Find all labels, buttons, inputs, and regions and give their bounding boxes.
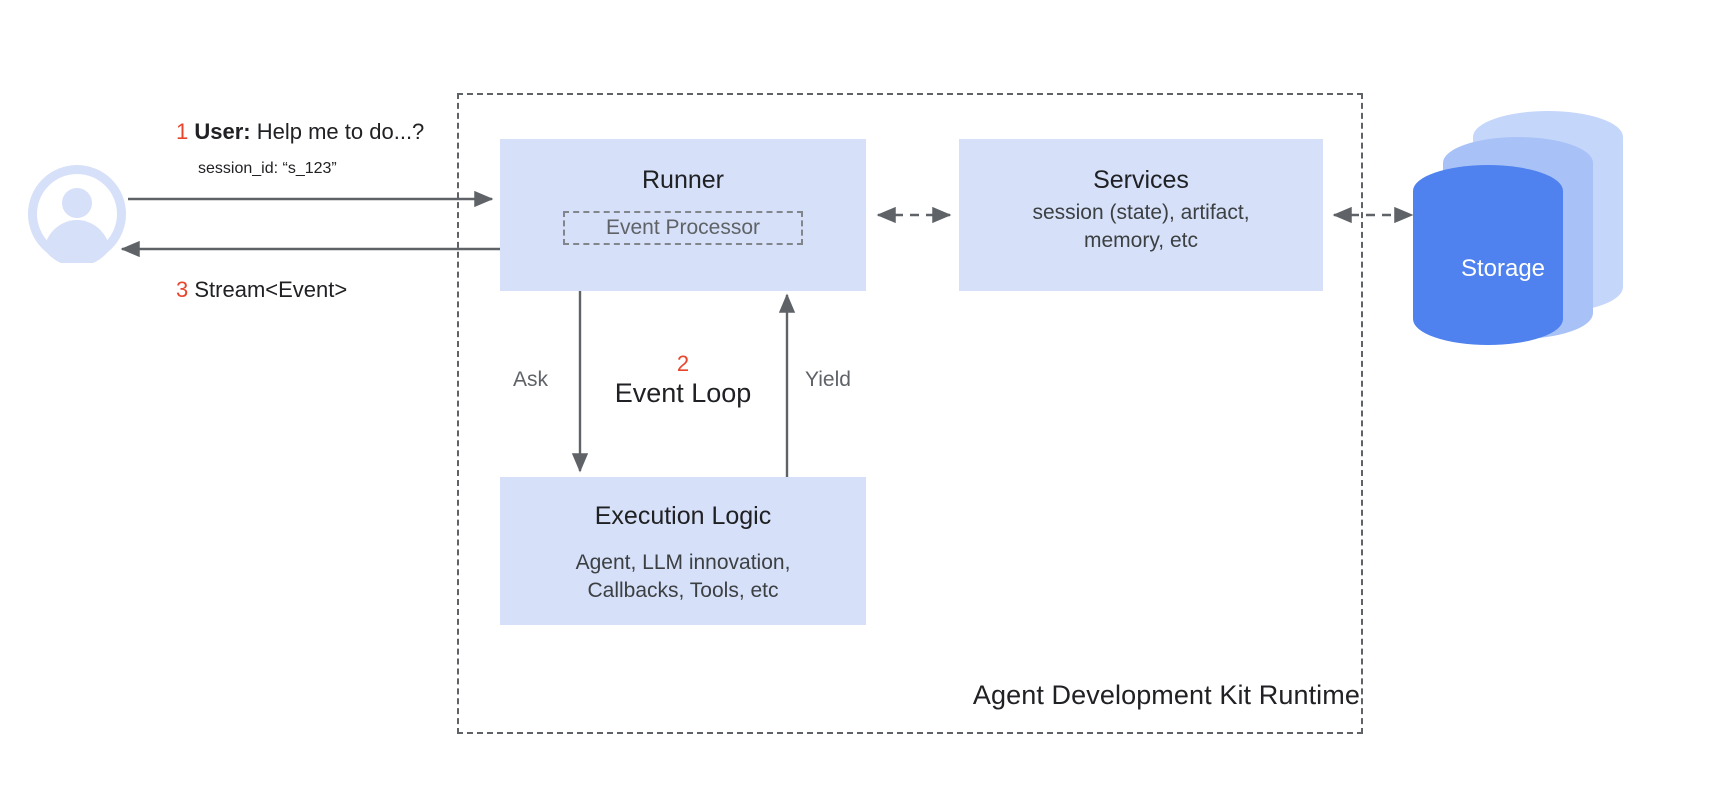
services-title: Services: [1093, 166, 1189, 194]
user-response-text: Stream<Event>: [194, 277, 348, 302]
execution-logic-box: Execution Logic Agent, LLM innovation, C…: [500, 477, 866, 625]
services-box: Services session (state), artifact, memo…: [959, 139, 1323, 291]
execution-logic-title: Execution Logic: [594, 502, 772, 530]
event-loop-label: 2 Event Loop: [560, 351, 806, 411]
runner-box: Runner Event Processor: [500, 139, 866, 291]
yield-arrow-label: Yield: [805, 368, 851, 391]
step-number-2: 2: [676, 351, 690, 376]
execution-logic-subtitle-line1: Agent, LLM innovation,: [575, 551, 791, 574]
services-subtitle-line2: memory, etc: [1084, 228, 1198, 252]
adk-runtime-boundary: [457, 93, 1363, 734]
user-session-id: session_id: “s_123”: [198, 160, 337, 177]
user-request-label: 1 User: Help me to do...?: [176, 119, 424, 145]
event-processor-box: Event Processor: [563, 211, 803, 245]
user-request-speaker: User:: [194, 119, 251, 144]
step-number-3: 3: [176, 277, 189, 302]
event-loop-title: Event Loop: [614, 378, 752, 409]
step-number-1: 1: [176, 119, 189, 144]
storage-cylinder-icon: [1405, 95, 1695, 345]
services-subtitle: session (state), artifact, memory, etc: [1032, 199, 1249, 254]
user-avatar-icon: [28, 165, 126, 267]
execution-logic-subtitle-line2: Callbacks, Tools, etc: [587, 578, 779, 602]
services-subtitle-line1: session (state), artifact,: [1032, 201, 1250, 224]
runner-title: Runner: [642, 166, 724, 194]
user-response-label: 3 Stream<Event>: [176, 277, 347, 303]
execution-logic-subtitle: Agent, LLM innovation, Callbacks, Tools,…: [576, 549, 791, 604]
user-request-text: Help me to do...?: [256, 119, 425, 144]
runtime-caption: Agent Development Kit Runtime: [972, 680, 1360, 710]
ask-arrow-label: Ask: [513, 368, 549, 391]
